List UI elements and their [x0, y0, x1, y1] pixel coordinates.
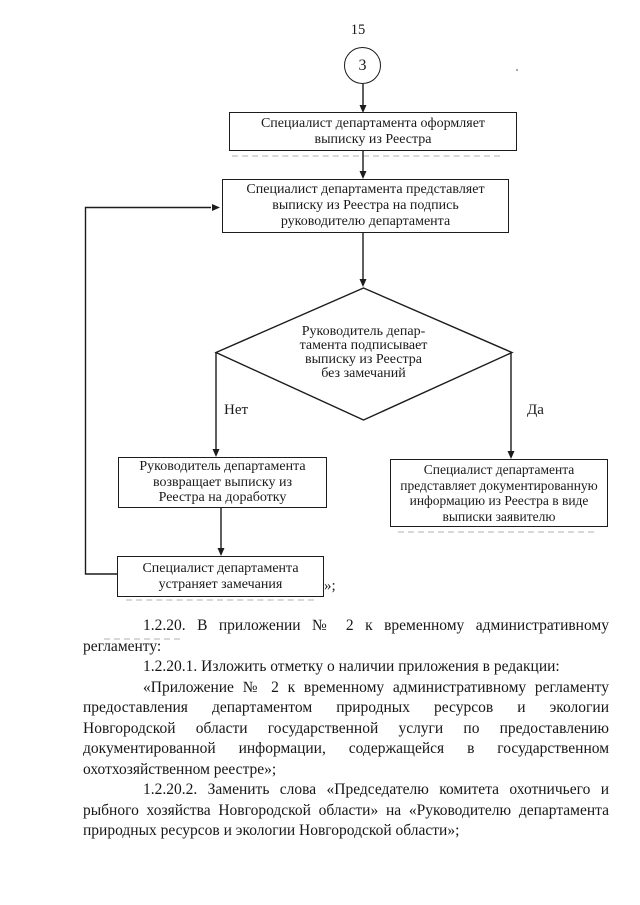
arrowhead — [212, 204, 220, 211]
decision-text-line: без замечаний — [321, 366, 406, 381]
arrowhead — [507, 451, 515, 459]
body-text-line: природных ресурсов и экологии Новгородск… — [83, 822, 460, 839]
body-text-line: Новгородской области государственной усл… — [83, 719, 609, 737]
box-text-line: Специалист департамента представляет — [246, 182, 485, 197]
page-connector-circle: 3 — [344, 47, 381, 84]
body-text-line: 1.2.20.1. Изложить отметку о наличии при… — [143, 658, 560, 675]
box-text-line: возвращает выписку из — [152, 474, 293, 490]
body-text-block: 1.2.20. В приложении № 2 к временному ад… — [83, 616, 609, 842]
box-text-line: Руководитель департамента — [139, 459, 306, 475]
body-text-line: «Приложение № 2 к временному администрат… — [143, 678, 609, 696]
body-text-line: 1.2.20.2. Заменить слова «Председателю к… — [143, 781, 609, 798]
arrowhead — [359, 279, 367, 287]
scan-artifact — [104, 638, 180, 640]
flowchart-box-provide-to-applicant: Специалист департамента представляет док… — [390, 459, 608, 527]
flowchart-box-return-for-revision: Руководитель департамента возвращает вып… — [118, 457, 327, 508]
box-text-line: выписку из Реестра на подпись — [272, 198, 459, 213]
arrowhead — [359, 171, 367, 179]
body-text-line: предоставления департаментом природных р… — [83, 699, 609, 716]
page-number: 15 — [350, 22, 366, 38]
decision-diamond — [214, 287, 514, 421]
box-text-line: Специалист департамента оформляет — [260, 115, 486, 131]
decision-text-line: выписку из Реестра — [305, 352, 422, 367]
page-connector-label: 3 — [358, 56, 367, 74]
box-text-line: руководителю департамента — [280, 214, 451, 229]
body-text-line: рыбного хозяйства Новгородской области» … — [83, 801, 609, 819]
body-text-line: регламенту: — [83, 637, 162, 655]
scan-speck — [516, 69, 518, 71]
closing-quote-mark: »; — [324, 578, 336, 594]
feedback-line — [84, 206, 211, 575]
decision-text-line: Руководитель депар- — [301, 324, 426, 339]
decision-text-line: тамента подписывает — [299, 338, 428, 353]
body-text-line: охотхозяйственном реестре»; — [83, 760, 277, 778]
scan-artifact — [398, 531, 594, 533]
box-text-line: представляет документированную — [400, 477, 598, 493]
arrowhead — [217, 548, 225, 556]
box-text-line: информацию из Реестра в виде — [409, 493, 589, 508]
flowchart-box-fix-remarks: Специалист департамента устраняет замеча… — [117, 556, 324, 597]
box-text-line: выписки заявителю — [442, 508, 556, 524]
body-text-line: 1.2.20. В приложении № 2 к временному ад… — [143, 617, 609, 634]
box-text-line: Реестра на доработку — [158, 490, 287, 506]
flowchart-decision-text: Руководитель депар- тамента подписывает … — [258, 325, 469, 381]
box-text-line: Специалист департамента — [423, 462, 575, 477]
scan-artifact — [232, 155, 500, 157]
branch-label-no: Нет — [224, 402, 249, 418]
flowchart-box-submit-for-signature: Специалист департамента представляет вып… — [222, 179, 509, 233]
flowchart-box-format-extract: Специалист департамента оформляет выписк… — [229, 112, 517, 151]
arrowhead — [359, 105, 367, 113]
branch-label-yes: Да — [527, 402, 544, 418]
arrowhead — [212, 449, 220, 457]
body-text-line: документированной информации, содержащей… — [83, 740, 609, 757]
box-text-line: выписку из Реестра — [314, 131, 432, 147]
box-text-line: Специалист департамента — [142, 560, 299, 576]
box-text-line: устраняет замечания — [158, 576, 283, 592]
scan-artifact — [126, 599, 314, 601]
